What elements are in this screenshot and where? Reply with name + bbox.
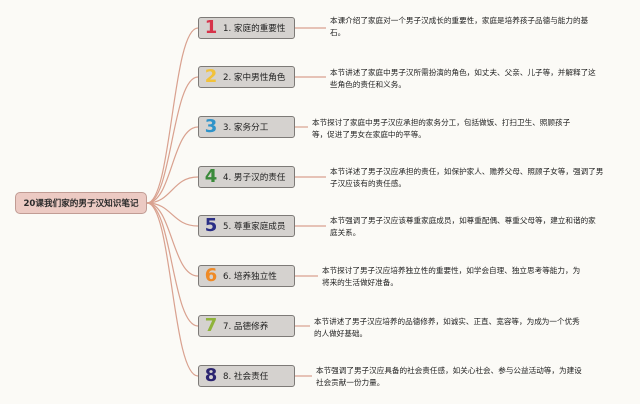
branch-connector	[146, 176, 199, 204]
lesson-title: 4. 男子汉的责任	[223, 173, 286, 183]
lesson-title: 2. 家中男性角色	[223, 73, 286, 83]
lesson-node-3[interactable]: 3 3. 家务分工	[198, 116, 295, 138]
lesson-node-2[interactable]: 2 2. 家中男性角色	[198, 66, 295, 88]
number-badge: 7	[204, 315, 218, 336]
lesson-title: 7. 品德修养	[223, 322, 269, 332]
lesson-node-7[interactable]: 7 7. 品德修养	[198, 315, 295, 337]
lesson-node-1[interactable]: 1 1. 家庭的重要性	[198, 17, 295, 39]
number-badge: 1	[204, 17, 218, 38]
lesson-description: 本节强调了男子汉应该尊重家庭成员，如尊重配偶、尊重父母等，建立和谐的家庭关系。	[330, 216, 596, 237]
root-node[interactable]: 20课我们家的男子汉知识笔记	[15, 192, 147, 214]
branch-connector	[146, 27, 199, 204]
number-badge: 6	[204, 265, 218, 286]
lesson-description: 本节讲述了男子汉应培养的品德修养，如诚实、正直、宽容等，为成为一个优秀的人做好基…	[314, 317, 580, 338]
branch-connector	[146, 126, 199, 204]
branch-connector	[146, 202, 199, 377]
lesson-description: 本节探讨了男子汉应培养独立性的重要性，如学会自理、独立思考等能力，为将来的生活做…	[322, 266, 581, 287]
number-badge: 3	[204, 116, 218, 137]
root-title: 20课我们家的男子汉知识笔记	[23, 199, 139, 209]
number-badge: 5	[204, 215, 218, 236]
lesson-description: 本课介绍了家庭对一个男子汉成长的重要性，家庭是培养孩子品德与能力的基石。	[330, 16, 589, 37]
lesson-title: 1. 家庭的重要性	[223, 24, 286, 34]
lesson-node-4[interactable]: 4 4. 男子汉的责任	[198, 166, 295, 188]
lesson-node-6[interactable]: 6 6. 培养独立性	[198, 265, 295, 287]
branch-connector	[146, 202, 199, 327]
branch-connector	[146, 202, 199, 277]
lesson-description: 本节讲述了家庭中男子汉所需扮演的角色，如丈夫、父亲、儿子等，并解释了这些角色的责…	[330, 68, 596, 89]
lesson-node-8[interactable]: 8 8. 社会责任	[198, 365, 295, 387]
lesson-description: 本节探讨了家庭中男子汉应承担的家务分工，包括做饭、打扫卫生、照顾孩子等，促进了男…	[312, 118, 571, 139]
branch-connector	[146, 76, 199, 204]
lesson-title: 6. 培养独立性	[223, 272, 277, 282]
number-badge: 8	[204, 365, 218, 386]
branch-connector	[146, 202, 199, 227]
lesson-title: 5. 尊重家庭成员	[223, 222, 286, 232]
lesson-description: 本节强调了男子汉应具备的社会责任感，如关心社会、参与公益活动等，为建设社会贡献一…	[316, 366, 582, 387]
number-badge: 2	[204, 66, 218, 87]
number-badge: 4	[204, 166, 218, 187]
lesson-title: 8. 社会责任	[223, 372, 269, 382]
lesson-title: 3. 家务分工	[223, 123, 269, 133]
lesson-node-5[interactable]: 5 5. 尊重家庭成员	[198, 215, 295, 237]
lesson-description: 本节详述了男子汉应承担的责任，如保护家人、赡养父母、照顾子女等，强调了男子汉应该…	[330, 167, 604, 188]
